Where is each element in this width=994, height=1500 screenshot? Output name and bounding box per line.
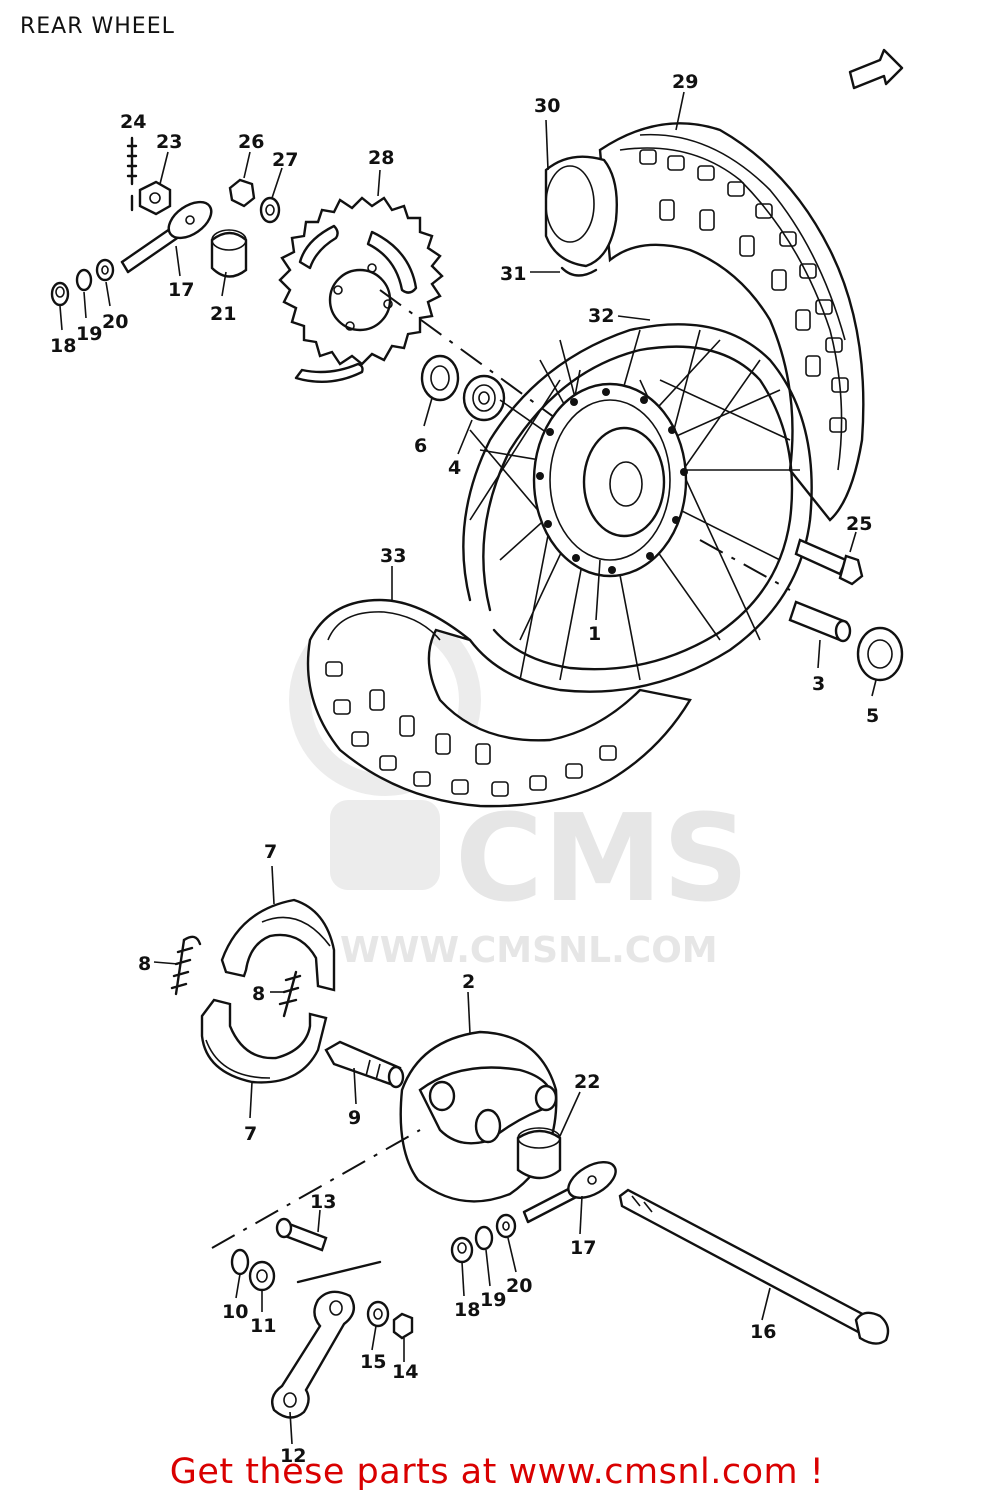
washer-20-upper <box>95 258 115 282</box>
sprocket-28 <box>278 196 444 383</box>
bolt-13 <box>275 1217 328 1252</box>
washer-10 <box>230 1248 250 1276</box>
label-26: 26 <box>238 131 264 153</box>
nut-26 <box>228 178 256 208</box>
adjuster-17-upper <box>120 200 213 274</box>
label-32: 32 <box>588 305 614 327</box>
adjuster-17-lower <box>522 1161 617 1224</box>
washer-11 <box>248 1260 276 1292</box>
washer-19-upper <box>75 268 93 292</box>
label-30: 30 <box>534 95 560 117</box>
washer-19-lower <box>474 1225 494 1251</box>
washer-27 <box>259 196 281 224</box>
stud-bolt-24 <box>126 136 138 212</box>
nut-14 <box>392 1312 414 1340</box>
label-18-upper: 18 <box>50 335 76 357</box>
label-8-right: 8 <box>252 983 265 1005</box>
label-17-upper: 17 <box>168 279 194 301</box>
oil-seal-6 <box>420 354 460 402</box>
label-31: 31 <box>500 263 526 285</box>
hub-bolt-holes <box>536 388 688 574</box>
part-labels: 24 23 26 27 28 30 29 17 21 18 19 20 31 3… <box>50 71 879 1467</box>
bearing-5 <box>856 626 904 682</box>
label-16: 16 <box>750 1321 776 1343</box>
brake-shoe-7-upper <box>220 898 336 992</box>
label-3: 3 <box>812 673 825 695</box>
label-21: 21 <box>210 303 236 325</box>
watermark: CMS WWW.CMSNL.COM <box>289 604 749 971</box>
label-13: 13 <box>310 1191 336 1213</box>
bolt-25 <box>794 538 864 586</box>
label-25: 25 <box>846 513 872 535</box>
wheel-assembly <box>306 122 865 808</box>
label-24: 24 <box>120 111 146 133</box>
nut-18-upper <box>50 281 70 307</box>
label-20-lower: 20 <box>506 1275 532 1297</box>
label-19-upper: 19 <box>76 323 102 345</box>
nut-18-lower <box>450 1236 474 1264</box>
washer-15 <box>366 1300 390 1328</box>
label-10: 10 <box>222 1301 248 1323</box>
label-33: 33 <box>380 545 406 567</box>
label-12: 12 <box>280 1445 306 1467</box>
axle-16 <box>618 1188 890 1345</box>
axis-line-lower <box>211 1129 421 1249</box>
washer-20-lower <box>495 1213 517 1239</box>
label-22: 22 <box>574 1071 600 1093</box>
label-6: 6 <box>414 435 427 457</box>
label-28: 28 <box>368 147 394 169</box>
label-15: 15 <box>360 1351 386 1373</box>
label-9: 9 <box>348 1107 361 1129</box>
label-2: 2 <box>462 971 475 993</box>
leader-lines <box>59 91 877 1445</box>
label-20-upper: 20 <box>102 311 128 333</box>
cam-9 <box>324 1040 405 1089</box>
label-18-lower: 18 <box>454 1299 480 1321</box>
tire-tread-lower <box>325 661 617 797</box>
label-7-lower: 7 <box>244 1123 257 1145</box>
label-27: 27 <box>272 149 298 171</box>
watermark-url: WWW.CMSNL.COM <box>340 930 718 971</box>
label-4: 4 <box>448 457 461 479</box>
bearing-4 <box>462 374 506 422</box>
label-11: 11 <box>250 1315 276 1337</box>
spacer-22 <box>516 1127 562 1180</box>
label-23: 23 <box>156 131 182 153</box>
spring-8-right <box>278 970 302 1018</box>
arrow-icon <box>848 48 904 90</box>
label-29: 29 <box>672 71 698 93</box>
spring-8-left <box>170 935 202 996</box>
label-7-upper: 7 <box>264 841 277 863</box>
nut-23 <box>138 180 172 216</box>
label-5: 5 <box>866 705 879 727</box>
spacer-21 <box>210 229 248 278</box>
tire-tread-upper <box>639 149 849 433</box>
label-19-lower: 19 <box>480 1289 506 1311</box>
footer-link[interactable]: Get these parts at www.cmsnl.com ! <box>169 1452 825 1492</box>
label-8-left: 8 <box>138 953 151 975</box>
label-1: 1 <box>588 623 601 645</box>
axis-line-hub <box>699 539 791 591</box>
linkage-line <box>296 1260 382 1284</box>
page-title: REAR WHEEL <box>20 14 175 39</box>
brake-arm-12 <box>271 1290 356 1419</box>
spacer-3 <box>788 600 852 643</box>
watermark-brand: CMS <box>455 790 749 929</box>
label-17-lower: 17 <box>570 1237 596 1259</box>
brake-shoe-7-lower <box>200 998 328 1084</box>
label-14: 14 <box>392 1361 418 1383</box>
